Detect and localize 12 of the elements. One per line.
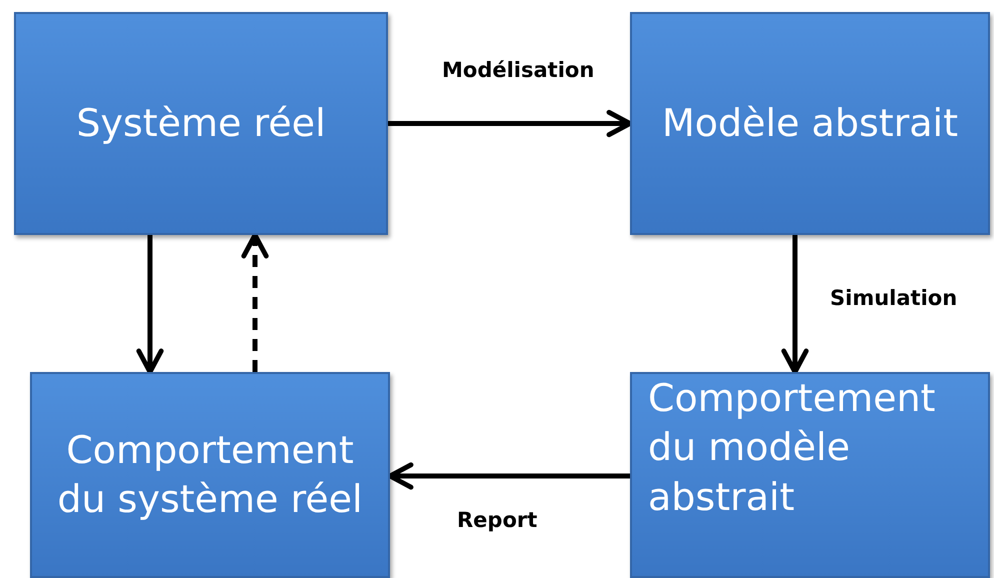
node-text: Modèle abstrait [662,100,958,147]
process-box [630,12,990,235]
process-box [630,372,990,578]
node-text: Comportement du modèle abstrait [648,375,936,521]
process-box [30,372,390,578]
arrow [136,235,164,374]
dashed-arrow [241,232,269,372]
process-box [14,12,388,235]
arrow [781,235,809,374]
arrow [388,110,632,138]
node-text: Comportement du système réel [56,426,364,523]
node-text: Système réel [76,100,326,147]
